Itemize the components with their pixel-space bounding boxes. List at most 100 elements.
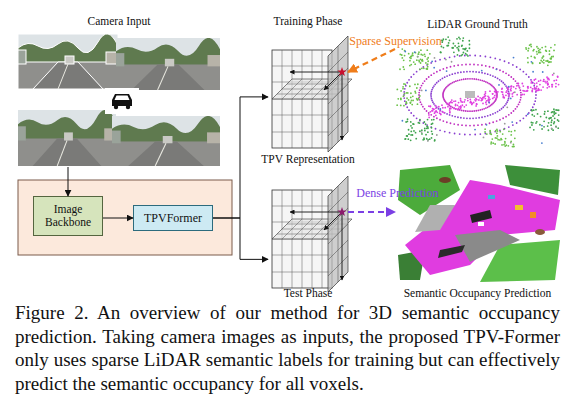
illustration-shape xyxy=(410,102,412,104)
edge-label: Dense Prediction xyxy=(356,186,438,201)
illustration-shape xyxy=(551,112,553,114)
illustration-shape xyxy=(397,98,399,100)
illustration-shape xyxy=(471,78,473,80)
illustration-shape xyxy=(419,119,421,121)
illustration-shape xyxy=(413,61,415,63)
illustration-shape xyxy=(444,112,446,114)
illustration-shape xyxy=(426,138,428,140)
illustration-shape xyxy=(491,138,493,140)
illustration-shape xyxy=(427,140,429,142)
illustration-shape xyxy=(518,86,520,88)
illustration-shape xyxy=(438,245,465,258)
illustration-shape xyxy=(541,142,543,144)
illustration-shape xyxy=(465,110,467,112)
illustration-shape xyxy=(523,93,525,95)
illustration-shape xyxy=(439,119,441,121)
illustration-shape xyxy=(535,229,545,235)
illustration-shape xyxy=(469,98,471,100)
illustration-shape xyxy=(547,60,549,62)
illustration-shape xyxy=(471,104,473,106)
illustration-shape xyxy=(543,55,545,57)
illustration-shape xyxy=(272,176,352,292)
illustration-shape xyxy=(555,125,557,127)
illustration-shape xyxy=(492,67,494,69)
illustration-shape xyxy=(539,62,541,64)
illustration-shape xyxy=(537,113,539,115)
illustration-shape xyxy=(481,80,483,82)
illustration-shape xyxy=(532,106,534,108)
illustration-shape xyxy=(430,96,432,98)
occupancy-map xyxy=(398,165,560,282)
illustration-shape xyxy=(438,108,440,110)
illustration-shape xyxy=(429,106,431,108)
illustration-shape xyxy=(552,115,554,117)
illustration-shape xyxy=(403,95,405,97)
illustration-shape xyxy=(425,62,427,64)
illustration-shape xyxy=(434,105,436,107)
illustration-shape xyxy=(495,91,497,93)
illustration-shape xyxy=(403,68,405,70)
illustration-shape xyxy=(473,110,475,112)
illustration-shape xyxy=(541,128,543,130)
illustration-shape xyxy=(404,88,406,90)
illustration-shape xyxy=(515,80,517,82)
illustration-shape xyxy=(553,108,555,110)
illustration-shape xyxy=(439,59,441,61)
illustration-shape xyxy=(489,56,491,58)
node-label: Training Phase xyxy=(228,15,388,28)
illustration-shape xyxy=(457,109,459,111)
illustration-shape xyxy=(539,48,541,50)
illustration-shape xyxy=(424,128,426,130)
illustration-shape xyxy=(454,72,456,74)
illustration-shape xyxy=(544,113,546,115)
illustration-shape xyxy=(532,50,534,52)
illustration-shape xyxy=(488,106,490,108)
illustration-shape xyxy=(477,95,479,97)
illustration-shape xyxy=(432,101,434,103)
node-label: Camera Input xyxy=(0,15,260,28)
illustration-shape xyxy=(492,142,494,144)
encoder-box: TPVFormer xyxy=(133,205,213,231)
illustration-shape xyxy=(452,47,454,49)
illustration-shape xyxy=(465,125,467,127)
illustration-shape xyxy=(419,95,421,97)
illustration-shape xyxy=(478,99,480,101)
illustration-shape xyxy=(489,90,491,92)
illustration-shape xyxy=(461,45,463,47)
illustration-shape xyxy=(126,105,130,109)
illustration-shape xyxy=(410,131,412,133)
illustration-shape xyxy=(551,84,553,86)
illustration-shape xyxy=(489,122,491,124)
illustration-shape xyxy=(420,54,422,56)
illustration-shape xyxy=(496,93,498,95)
illustration-shape xyxy=(426,49,428,51)
illustration-shape xyxy=(502,71,504,73)
illustration-shape xyxy=(453,123,455,125)
illustration-shape xyxy=(443,47,445,49)
illustration-shape xyxy=(506,106,508,108)
illustration-shape xyxy=(494,76,496,78)
illustration-shape xyxy=(508,98,510,100)
illustration-shape xyxy=(511,93,513,95)
illustration-shape xyxy=(486,124,488,126)
illustration-shape xyxy=(536,53,538,55)
illustration-shape xyxy=(438,80,440,82)
illustration-shape xyxy=(481,99,483,101)
illustration-shape xyxy=(555,112,557,114)
illustration-shape xyxy=(519,89,521,91)
illustration-shape xyxy=(473,125,475,127)
illustration-shape xyxy=(414,84,416,86)
illustration-shape xyxy=(553,72,555,74)
model-container xyxy=(18,180,232,255)
illustration-shape xyxy=(532,62,534,64)
illustration-shape xyxy=(465,104,467,106)
illustration-shape xyxy=(435,60,437,62)
illustration-shape xyxy=(426,68,428,70)
illustration-shape xyxy=(455,108,457,110)
illustration-shape xyxy=(427,126,429,128)
illustration-shape xyxy=(527,50,529,52)
illustration-shape xyxy=(534,56,536,58)
illustration-shape xyxy=(459,79,461,81)
illustration-shape xyxy=(439,110,441,112)
illustration-shape xyxy=(463,78,465,80)
